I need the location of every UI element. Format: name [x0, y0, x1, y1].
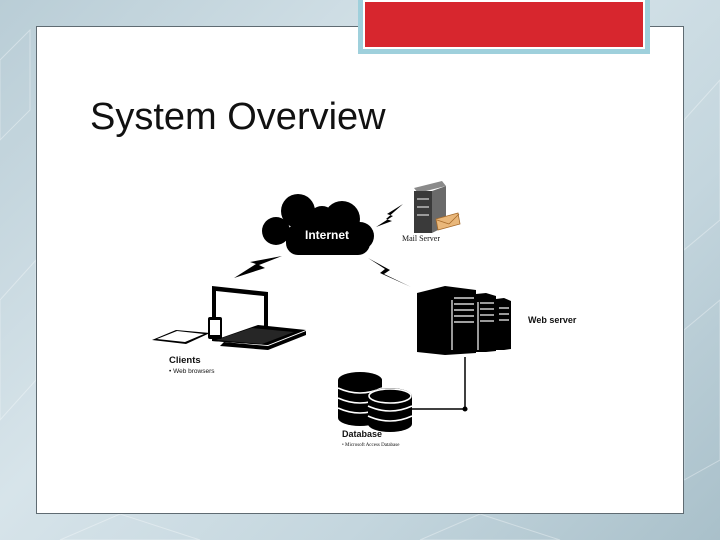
db-connector-line: [412, 357, 468, 412]
laptop-icon: [212, 286, 306, 350]
database-icon: [337, 372, 413, 432]
database-label: Database: [342, 429, 382, 439]
clients-label: Clients: [169, 355, 201, 366]
mail-server-label: Mail Server: [402, 234, 440, 243]
internet-label: Internet: [305, 228, 349, 242]
tablet-icon: [152, 330, 210, 344]
web-server-drive-bays: [451, 297, 509, 350]
mail-server-icon: [414, 181, 461, 233]
slide-panel: [36, 26, 684, 514]
phone-icon: [208, 317, 222, 339]
internet-cloud-icon: [262, 194, 374, 255]
lightning-connector-clients: [234, 256, 282, 278]
web-server-label: Web server: [528, 315, 577, 325]
accent-banner: [358, 0, 650, 54]
database-detail: • Microsoft Access Database: [342, 443, 400, 448]
clients-detail: • Web browsers: [169, 368, 215, 375]
lightning-connector-webserver: [368, 258, 411, 287]
web-server-icon: [417, 286, 511, 355]
lightning-connector-mail: [376, 204, 403, 227]
slide-title: System Overview: [90, 96, 386, 138]
